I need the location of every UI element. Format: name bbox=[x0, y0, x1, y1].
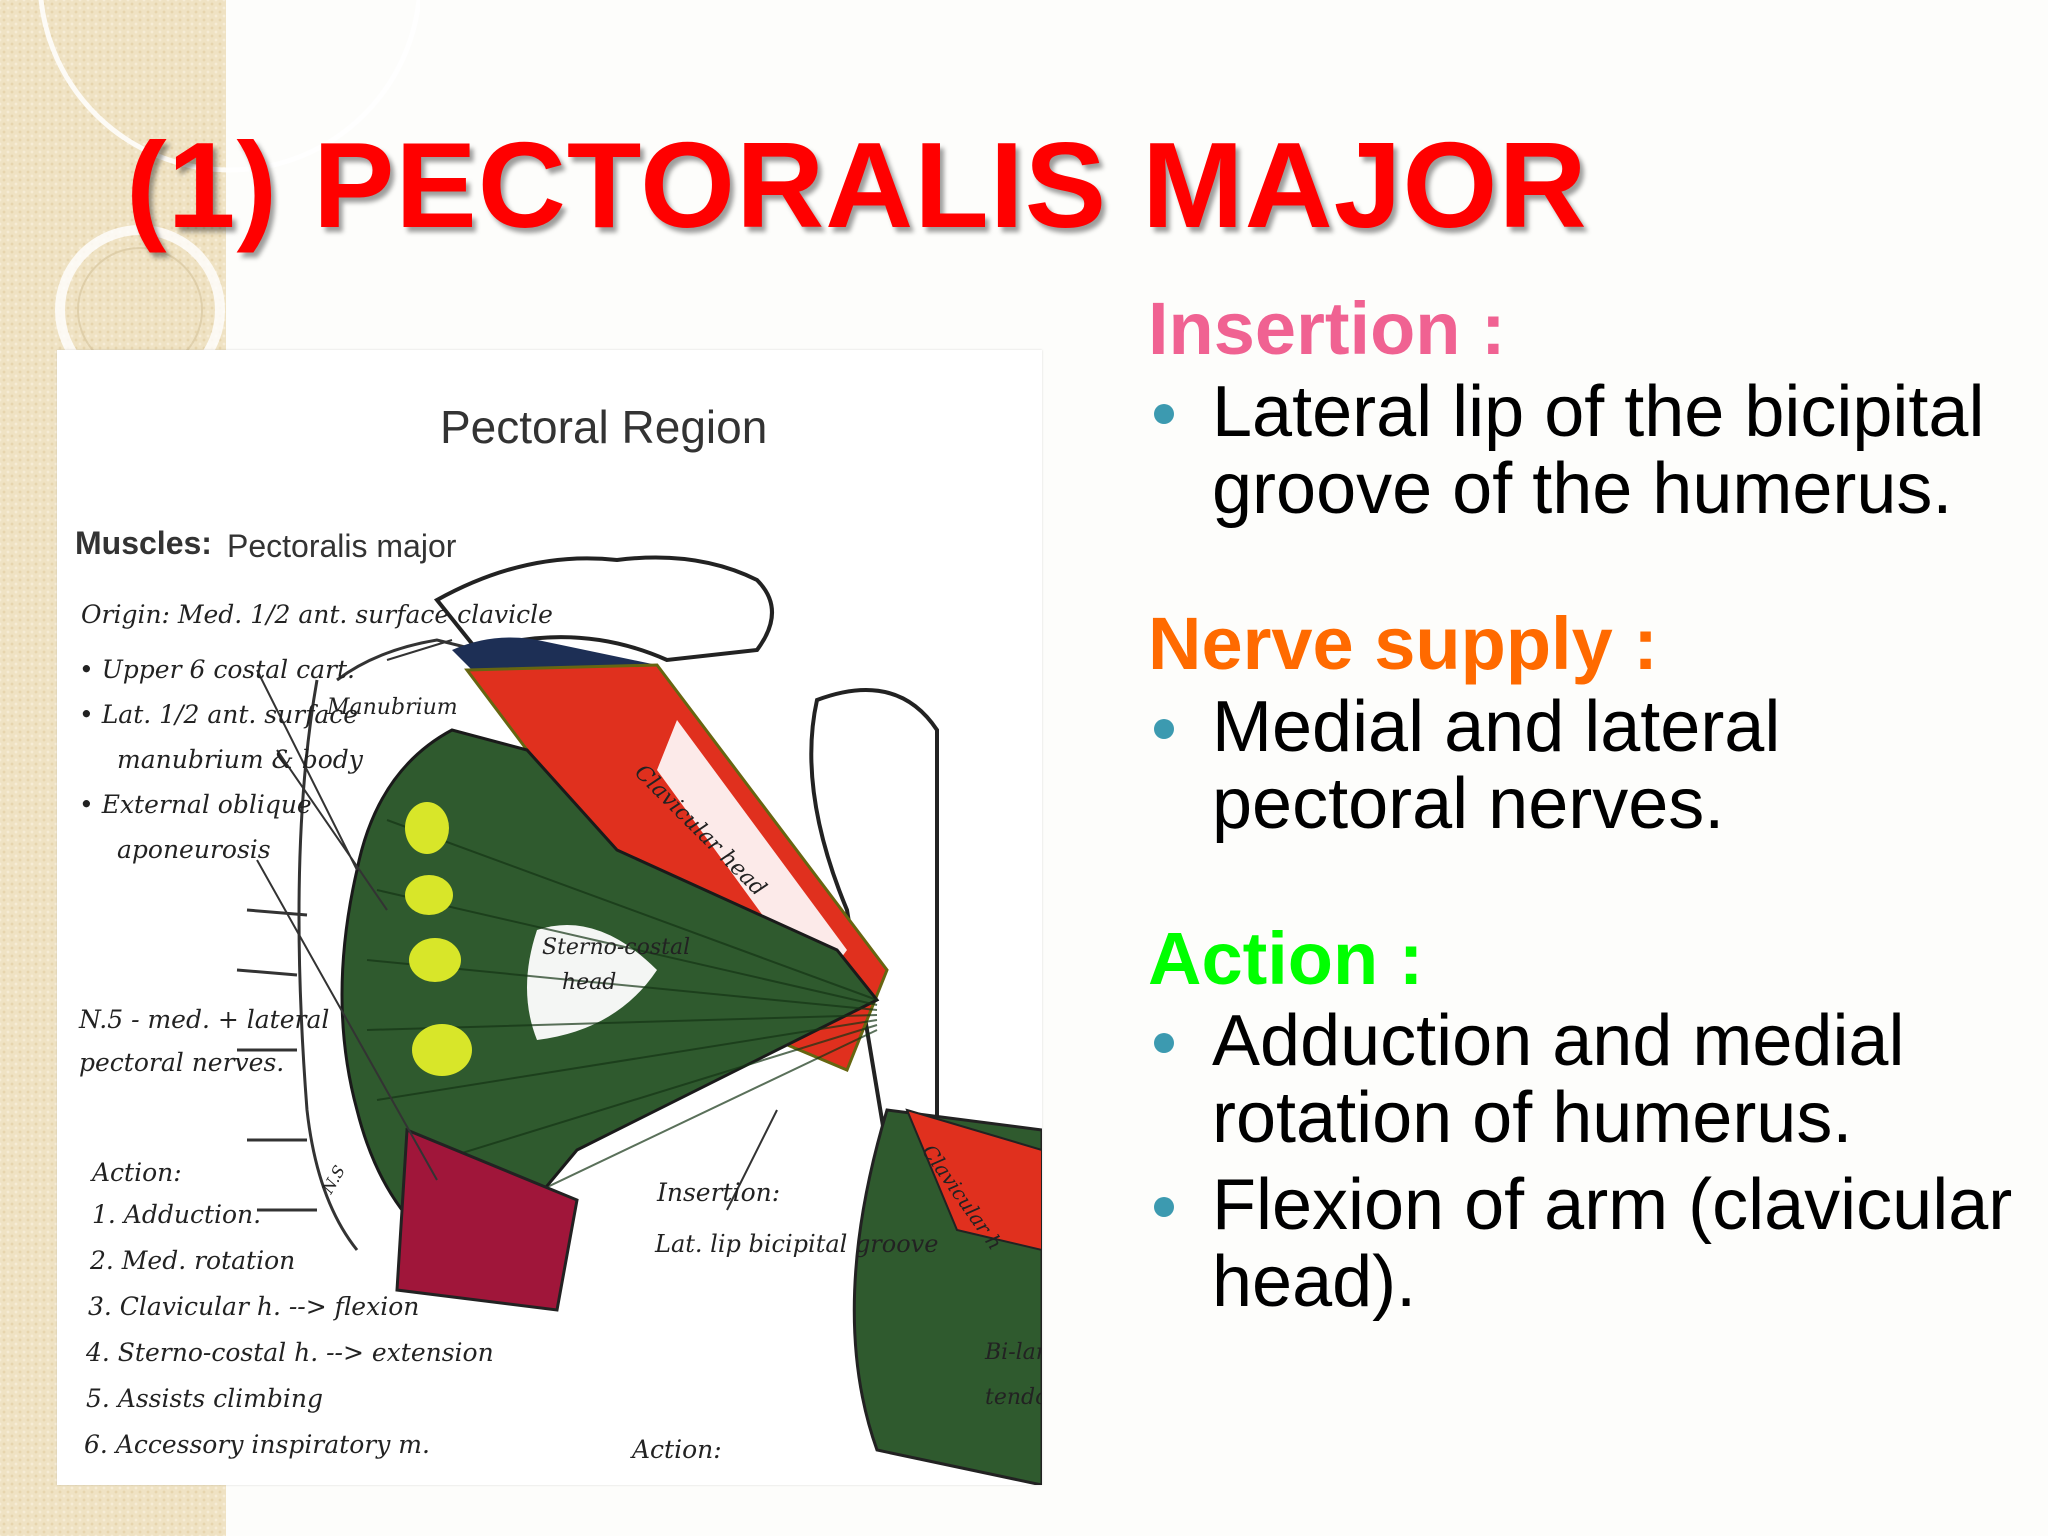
nerve-supply-heading: Nerve supply : bbox=[1148, 601, 1658, 685]
muscles-label: Muscles: bbox=[75, 525, 212, 561]
origin-line: • Lat. 1/2 ant. surface bbox=[79, 700, 359, 729]
origin-line: • External oblique bbox=[79, 790, 312, 819]
action-bullet: Adduction and medial rotation of humerus… bbox=[1148, 1003, 2028, 1157]
figure-heading: Pectoral Region bbox=[440, 401, 768, 453]
bullet-dot-icon bbox=[1154, 718, 1174, 739]
origin-line: • Upper 6 costal cart. bbox=[79, 655, 355, 684]
pectoral-region-diagram: Pectoral Region Muscles: Pectoralis majo… bbox=[57, 350, 1042, 1485]
insertion-title: Insertion: bbox=[657, 1178, 781, 1207]
origin-line: Origin: Med. 1/2 ant. surface clavicle bbox=[81, 600, 553, 629]
action-bullet-text: Flexion of arm (clavicular head). bbox=[1212, 1165, 2013, 1323]
bilam-label: Bi-lam bbox=[985, 1340, 1042, 1365]
action-title: Action: bbox=[92, 1158, 182, 1187]
action-item: 1. Adduction. bbox=[92, 1200, 262, 1229]
action-item: 6. Accessory inspiratory m. bbox=[84, 1430, 430, 1459]
action-bullet: Flexion of arm (clavicular head). bbox=[1148, 1167, 2028, 1321]
insertion-bullet-text: Lateral lip of the bicipital groove of t… bbox=[1212, 371, 1985, 529]
insertion-text: Lat. lip bicipital groove bbox=[655, 1230, 939, 1258]
bullet-dot-icon bbox=[1154, 1033, 1174, 1054]
action-item: 5. Assists climbing bbox=[86, 1384, 323, 1413]
origin-line: aponeurosis bbox=[117, 835, 271, 864]
muscle-drawing bbox=[236, 555, 1042, 1485]
slide-title: (1) PECTORALIS MAJOR bbox=[126, 117, 1588, 253]
nerve-note: N.5 - med. + lateral bbox=[79, 1005, 330, 1034]
nerve-supply-bullet: Medial and lateral pectoral nerves. bbox=[1148, 686, 2028, 844]
action-item: 4. Sterno-costal h. --> extension bbox=[86, 1338, 494, 1367]
insertion-heading: Insertion : bbox=[1148, 287, 1506, 370]
action-bullet-text: Adduction and medial rotation of humerus… bbox=[1212, 1001, 1905, 1159]
origin-line: manubrium & body bbox=[117, 745, 363, 774]
insertion-bullet: Lateral lip of the bicipital groove of t… bbox=[1148, 371, 2028, 529]
nerve-note: pectoral nerves. bbox=[79, 1048, 285, 1077]
sterno-costal-label: head bbox=[562, 970, 617, 995]
action-item: 3. Clavicular h. --> flexion bbox=[88, 1292, 420, 1321]
action-heading: Action : bbox=[1148, 916, 1424, 1000]
action-item: 2. Med. rotation bbox=[90, 1246, 296, 1275]
muscles-value: Pectoralis major bbox=[227, 528, 457, 564]
action-title-bottom: Action: bbox=[632, 1435, 722, 1464]
manubrium-label: Manubrium bbox=[327, 695, 458, 720]
bullet-dot-icon bbox=[1154, 1197, 1174, 1218]
bullet-dot-icon bbox=[1154, 403, 1174, 424]
nerve-supply-bullet-text: Medial and lateral pectoral nerves. bbox=[1212, 686, 1781, 844]
bilam-label: tendon bbox=[985, 1385, 1042, 1410]
notes-panel: Insertion : Lateral lip of the bicipital… bbox=[1148, 285, 2028, 1321]
sterno-costal-label: Sterno-costal bbox=[542, 935, 691, 960]
